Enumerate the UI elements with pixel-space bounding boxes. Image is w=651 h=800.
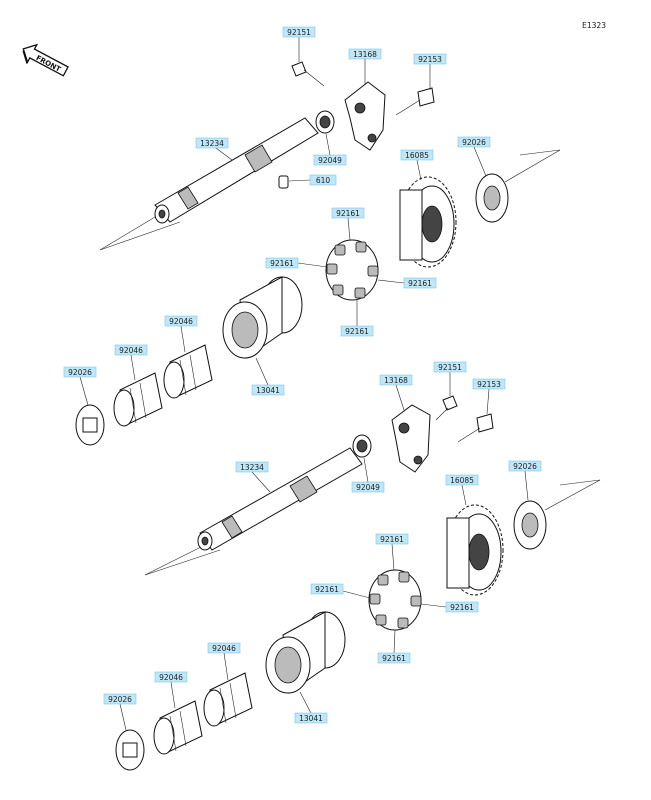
callout-text: 92026	[462, 138, 486, 147]
callout-lower-gear[interactable]: 16085	[445, 474, 479, 486]
callout-upper-washer[interactable]: 92026	[457, 136, 491, 148]
callout-text: 92049	[318, 156, 342, 165]
front-arrow-icon: FRONT	[22, 43, 69, 77]
lower-bearing-b	[153, 700, 203, 755]
upper-bearing-a	[163, 344, 213, 399]
callout-text: 92026	[68, 368, 92, 377]
callout-text: 92046	[169, 317, 193, 326]
callout-lower-bearing-a[interactable]: 92046	[207, 642, 241, 654]
callout-text: 92161	[336, 209, 360, 218]
lower-washer	[513, 500, 547, 550]
callout-lower-bolt-b[interactable]: 92153	[472, 378, 506, 390]
callout-text: 610	[316, 176, 331, 185]
callout-text: 92161	[345, 327, 369, 336]
callout-text: 92151	[287, 28, 311, 37]
callout-text: 92026	[513, 462, 537, 471]
upper-gear	[399, 176, 457, 268]
callout-text: 92046	[212, 644, 236, 653]
callout-lower-damper-top[interactable]: 92161	[375, 533, 409, 545]
callout-lower-thrust-washer[interactable]: 92026	[103, 693, 137, 705]
callout-upper-sleeve[interactable]: 13041	[251, 384, 285, 396]
callout-lower-holder[interactable]: 13168	[379, 374, 413, 386]
callout-text: 92161	[315, 585, 339, 594]
callout-text: 92151	[438, 363, 462, 372]
callout-lower-washer[interactable]: 92026	[508, 460, 542, 472]
callout-text: 13041	[256, 386, 280, 395]
callout-lower-sleeve[interactable]: 13041	[294, 712, 328, 724]
lower-holder	[391, 404, 431, 473]
callout-text: 92161	[380, 535, 404, 544]
callout-lower-bearing-b[interactable]: 92046	[154, 671, 188, 683]
lower-thrust-washer	[115, 729, 145, 771]
callout-text: 13234	[200, 139, 224, 148]
callout-text: 92161	[450, 603, 474, 612]
upper-damper	[325, 239, 379, 301]
callout-upper-bearing-a[interactable]: 92046	[164, 315, 198, 327]
callout-text: 13234	[240, 463, 264, 472]
lower-shaft	[197, 447, 363, 551]
callout-upper-holder[interactable]: 13168	[348, 48, 382, 60]
callout-upper-thrust-washer[interactable]: 92026	[63, 366, 97, 378]
callout-lower-oil-seal[interactable]: 92049	[351, 481, 385, 493]
callout-text: 92161	[408, 279, 432, 288]
upper-washer	[475, 173, 509, 223]
callout-lower-damper-bottom[interactable]: 92161	[377, 652, 411, 664]
upper-sleeve	[222, 276, 303, 359]
callout-upper-gear[interactable]: 16085	[400, 149, 434, 161]
upper-shaft	[154, 117, 319, 224]
upper-bearing-b	[113, 372, 163, 427]
diagram-code: E1323	[582, 21, 606, 30]
callout-lower-shaft[interactable]: 13234	[235, 461, 269, 473]
upper-holder	[344, 81, 386, 151]
upper-bolt-a	[291, 61, 325, 87]
callout-upper-bolt-b[interactable]: 92153	[413, 53, 447, 65]
callout-text: 13168	[384, 376, 408, 385]
callout-text: 92046	[119, 346, 143, 355]
leader-lines	[79, 37, 529, 731]
callout-upper-damper-bottom[interactable]: 92161	[340, 325, 374, 337]
callout-upper-shaft[interactable]: 13234	[195, 137, 229, 149]
callout-text: 13041	[299, 714, 323, 723]
callout-upper-damper-left[interactable]: 92161	[265, 257, 299, 269]
upper-bolt-b	[395, 87, 435, 116]
lower-bolt-a	[435, 395, 458, 421]
callout-upper-damper-top[interactable]: 92161	[331, 207, 365, 219]
callout-pin[interactable]: 610	[309, 174, 337, 186]
lower-bearing-a	[203, 672, 253, 727]
callout-upper-bearing-b[interactable]: 92046	[114, 344, 148, 356]
lower-damper	[368, 569, 422, 631]
callout-upper-damper-right[interactable]: 92161	[403, 277, 437, 289]
callout-text: 13168	[353, 50, 377, 59]
callout-text: 16085	[405, 151, 429, 160]
pin	[278, 175, 289, 189]
callout-text: 16085	[450, 476, 474, 485]
upper-oil-seal	[315, 110, 335, 134]
callout-text: 92153	[477, 380, 501, 389]
callout-text: 92049	[356, 483, 380, 492]
callout-lower-damper-left[interactable]: 92161	[310, 583, 344, 595]
callout-upper-oil-seal[interactable]: 92049	[313, 154, 347, 166]
callout-text: 92153	[418, 55, 442, 64]
upper-thrust-washer	[75, 404, 105, 446]
callout-lower-bolt-a[interactable]: 92151	[433, 361, 467, 373]
lower-oil-seal	[352, 434, 372, 458]
callout-text: 92046	[159, 673, 183, 682]
lower-bolt-b	[457, 413, 494, 443]
lower-sleeve	[265, 611, 346, 694]
callout-upper-bolt-a[interactable]: 92151	[282, 26, 316, 38]
lower-gear	[446, 504, 504, 596]
callout-lower-damper-right[interactable]: 92161	[445, 601, 479, 613]
callout-text: 92026	[108, 695, 132, 704]
callout-text: 92161	[270, 259, 294, 268]
callout-text: 92161	[382, 654, 406, 663]
